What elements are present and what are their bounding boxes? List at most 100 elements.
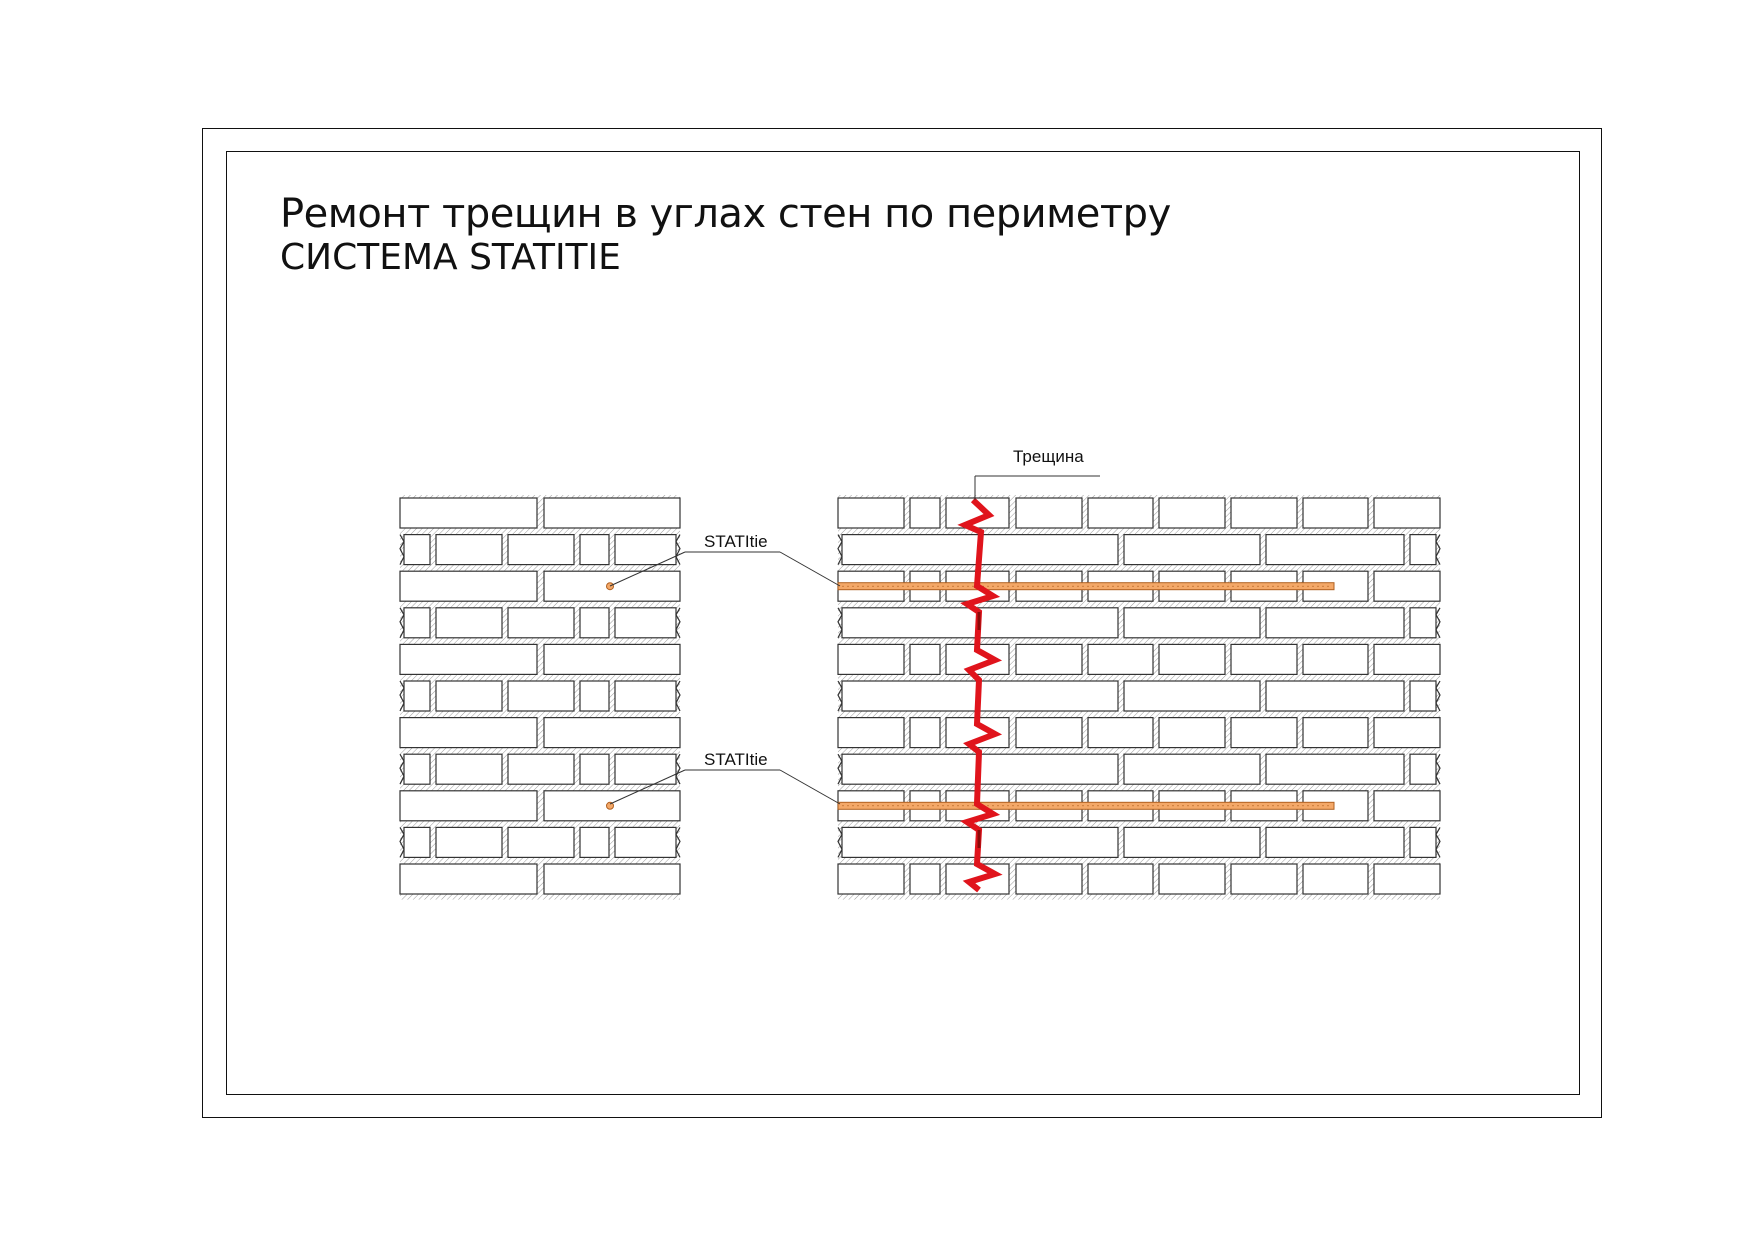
brick xyxy=(435,826,503,859)
brick xyxy=(579,680,610,712)
left-wall-section xyxy=(399,495,681,900)
brick xyxy=(399,570,538,602)
break-mark xyxy=(1435,753,1441,785)
brick xyxy=(435,533,503,566)
brick xyxy=(1302,863,1369,895)
brick xyxy=(1373,570,1441,602)
brick xyxy=(543,643,681,676)
brick xyxy=(579,533,610,566)
brick xyxy=(1230,863,1298,895)
brick xyxy=(1230,716,1298,749)
brick xyxy=(435,607,503,639)
brick xyxy=(1373,863,1441,895)
tie-section-bottom xyxy=(606,801,614,810)
brick xyxy=(837,716,905,749)
brick xyxy=(1230,497,1298,529)
break-mark xyxy=(675,753,681,785)
brick xyxy=(1123,826,1261,859)
brick xyxy=(1265,826,1405,859)
crack-leader: Трещина xyxy=(974,447,1100,500)
brick xyxy=(435,680,503,712)
brick xyxy=(399,790,538,822)
brick xyxy=(579,607,610,639)
brick xyxy=(1373,716,1441,749)
break-mark xyxy=(675,534,681,565)
brick xyxy=(909,716,941,749)
brick xyxy=(1409,607,1437,639)
brick xyxy=(1158,643,1226,676)
brick xyxy=(507,680,575,712)
drawing-subtitle: СИСТЕМА STATITIE xyxy=(280,237,621,278)
brick xyxy=(614,533,677,566)
sheet-outer-frame xyxy=(202,128,1602,1118)
brick xyxy=(1158,863,1226,895)
brick xyxy=(1302,643,1369,676)
brick xyxy=(403,753,431,785)
tie-section-top xyxy=(606,582,614,591)
brick xyxy=(1087,863,1154,895)
brick xyxy=(1409,826,1437,859)
brick xyxy=(1123,680,1261,712)
brick xyxy=(1265,680,1405,712)
brick xyxy=(1409,680,1437,712)
break-mark xyxy=(399,534,405,565)
brick xyxy=(1087,497,1154,529)
brick xyxy=(403,607,431,639)
brick xyxy=(1265,533,1405,566)
brick xyxy=(507,533,575,566)
break-mark xyxy=(837,680,843,712)
brick xyxy=(909,863,941,895)
brick xyxy=(614,753,677,785)
brick xyxy=(399,497,538,529)
brick xyxy=(1230,643,1298,676)
break-mark xyxy=(1435,534,1441,565)
break-mark xyxy=(1435,607,1441,639)
brick xyxy=(1015,863,1083,895)
break-mark xyxy=(1435,827,1441,858)
brick xyxy=(543,863,681,895)
drawing-title: Ремонт трещин в углах стен по периметру xyxy=(280,191,1171,237)
brick xyxy=(399,716,538,749)
brick xyxy=(579,753,610,785)
brick xyxy=(579,826,610,859)
brick xyxy=(1373,643,1441,676)
break-mark xyxy=(837,534,843,565)
brick xyxy=(1265,753,1405,785)
brick xyxy=(1123,607,1261,639)
brick xyxy=(837,643,905,676)
brick xyxy=(507,607,575,639)
break-mark xyxy=(675,827,681,858)
statitie-ties xyxy=(606,582,1335,810)
break-mark xyxy=(1435,680,1441,712)
break-mark xyxy=(399,607,405,639)
brick xyxy=(837,863,905,895)
brick xyxy=(543,497,681,529)
crack xyxy=(957,497,1003,893)
brick xyxy=(1409,533,1437,566)
break-mark xyxy=(399,680,405,712)
tie-bar-top xyxy=(837,582,1335,591)
brick xyxy=(435,753,503,785)
brick xyxy=(507,826,575,859)
brick xyxy=(399,643,538,676)
brick xyxy=(403,826,431,859)
brick xyxy=(1158,497,1226,529)
brick xyxy=(614,607,677,639)
brick xyxy=(399,863,538,895)
tie-leader-top: STATItie xyxy=(609,532,841,587)
brick xyxy=(1015,497,1083,529)
brick xyxy=(1265,607,1405,639)
right-wall-section xyxy=(837,495,1441,900)
break-mark xyxy=(837,827,843,858)
brick xyxy=(1087,716,1154,749)
brick xyxy=(837,497,905,529)
tie-label-top: STATItie xyxy=(704,532,768,551)
break-mark xyxy=(837,753,843,785)
brick xyxy=(1302,716,1369,749)
brick xyxy=(909,643,941,676)
brick xyxy=(543,716,681,749)
brick xyxy=(909,497,941,529)
brick xyxy=(614,826,677,859)
break-mark xyxy=(399,827,405,858)
